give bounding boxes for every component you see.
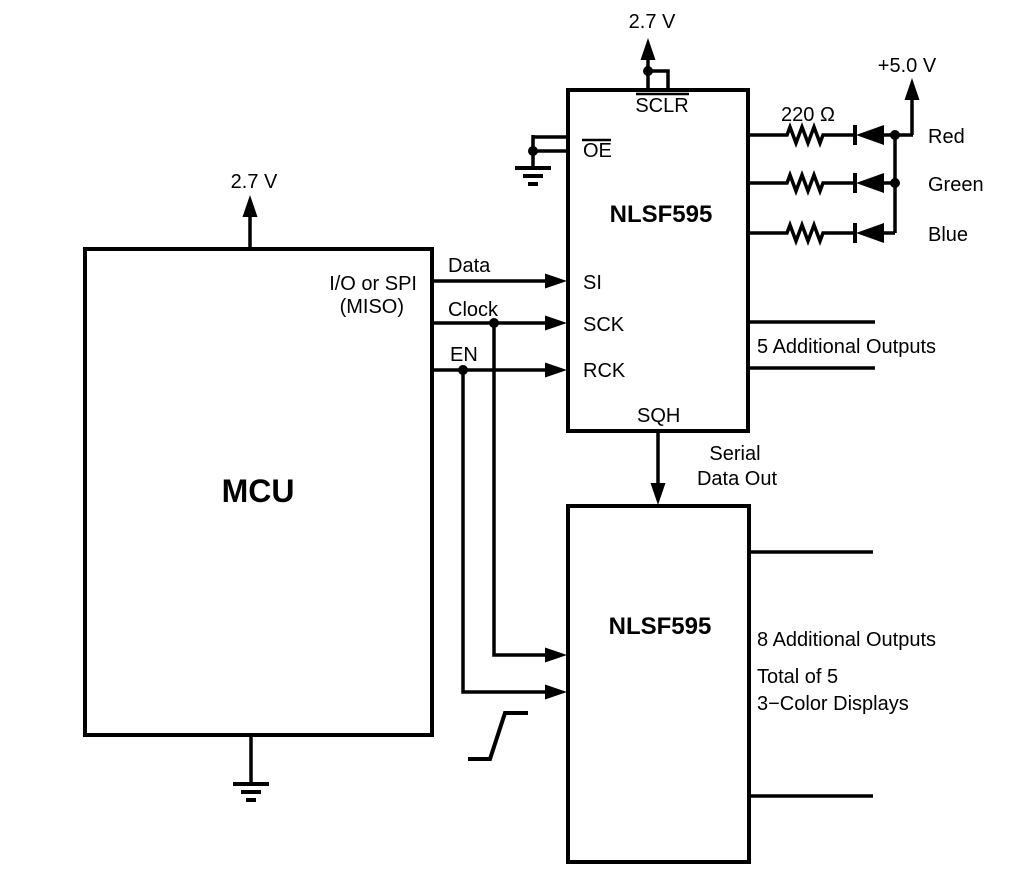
junction-dot <box>890 130 900 140</box>
right-arrow-icon <box>545 273 567 289</box>
led-diode-icon <box>856 125 884 145</box>
resistor-value-label: 220 Ω <box>781 104 835 126</box>
mcu-port-label-line1: I/O or SPI <box>329 273 417 295</box>
mcu-supply-label: 2.7 V <box>231 171 278 193</box>
shift-register-2: NLSF595 8 Additional Outputs Total of 5 … <box>566 504 936 864</box>
led-supply-label: +5.0 V <box>878 55 937 77</box>
sr1-pin-si: SI <box>583 272 602 294</box>
ground-icon <box>233 735 269 802</box>
mcu-block: MCU I/O or SPI (MISO) 2.7 V <box>83 171 434 802</box>
junction-dot <box>643 66 653 76</box>
junction-dot <box>528 146 538 156</box>
up-arrow-icon <box>242 195 258 217</box>
sr1-title: NLSF595 <box>610 201 713 228</box>
resistor-icon <box>748 170 855 196</box>
sr1-oe-ground <box>515 135 568 186</box>
led-label-red: Red <box>928 126 965 148</box>
serial-out-label-line1: Serial <box>709 443 760 465</box>
data-label: Data <box>448 255 491 277</box>
sr1-pin-oe: OE <box>583 140 612 162</box>
ground-icon <box>515 166 551 186</box>
serial-out-label-line2: Data Out <box>697 468 777 490</box>
sr2-summary-line2: 3−Color Displays <box>757 693 909 715</box>
led-array: 220 Ω Red Green Blue <box>748 55 984 246</box>
shift-register-1: NLSF595 2.7 V SCLR OE SI SCK <box>515 11 936 433</box>
right-arrow-icon <box>545 684 567 700</box>
led-label-green: Green <box>928 174 984 196</box>
sr1-pin-sck: SCK <box>583 314 625 336</box>
mcu-box <box>83 247 434 737</box>
sr1-pin-sqh: SQH <box>637 405 680 427</box>
clock-branch-wire <box>492 323 548 657</box>
sr1-supply-label: 2.7 V <box>629 11 676 33</box>
up-arrow-icon <box>640 38 656 60</box>
en-branch-wire <box>461 370 548 694</box>
led-channel-blue: Blue <box>748 220 968 246</box>
right-arrow-icon <box>545 362 567 378</box>
led-diode-icon <box>856 173 884 193</box>
led-channel-green: Green <box>748 170 984 196</box>
sr2-title: NLSF595 <box>609 613 712 640</box>
sr2-outputs-note: 8 Additional Outputs <box>757 629 936 651</box>
sr1-supply: 2.7 V <box>629 11 676 89</box>
rising-edge-icon <box>468 711 528 761</box>
junction-dot <box>890 178 900 188</box>
clock-label: Clock <box>448 299 499 321</box>
led-channel-red: Red <box>748 122 965 148</box>
led-label-blue: Blue <box>928 224 968 246</box>
sr1-outputs-note: 5 Additional Outputs <box>757 336 936 358</box>
right-arrow-icon <box>545 647 567 663</box>
sr1-pin-sclr: SCLR <box>635 95 688 117</box>
right-arrow-icon <box>545 315 567 331</box>
signal-wires: Data Clock EN <box>432 255 567 761</box>
mcu-title: MCU <box>222 473 295 509</box>
down-arrow-icon <box>650 483 666 505</box>
sr2-box <box>566 504 751 864</box>
led-diode-icon <box>856 223 884 243</box>
sr1-pin-rck: RCK <box>583 360 626 382</box>
mcu-port-label-line2: (MISO) <box>340 296 404 318</box>
sr2-summary-line1: Total of 5 <box>757 666 838 688</box>
resistor-icon <box>748 122 855 148</box>
sr1-supply-jog-wire <box>648 69 670 89</box>
serial-link: Serial Data Out <box>650 431 777 505</box>
resistor-icon <box>748 220 855 246</box>
up-arrow-icon <box>904 78 920 100</box>
en-label: EN <box>450 344 478 366</box>
